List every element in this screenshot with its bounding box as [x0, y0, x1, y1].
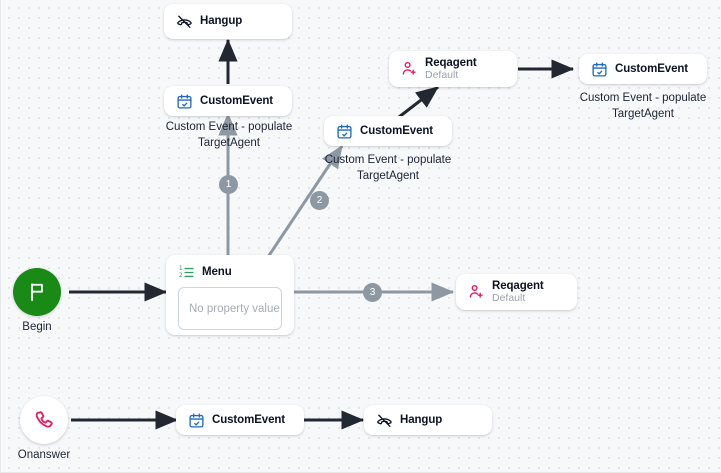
sequence-badge-2[interactable]: 2: [310, 191, 329, 210]
svg-text:2: 2: [179, 272, 183, 279]
node-title-group: Reqagent Default: [425, 57, 477, 82]
node-header: Reqagent Default: [389, 57, 517, 82]
node-begin[interactable]: [13, 268, 61, 316]
edge-label-mid: Custom Event - populate TargetAgent: [324, 154, 452, 182]
node-title-group: Hangup: [200, 15, 242, 27]
agent-add-icon: [469, 285, 483, 299]
node-menu[interactable]: 1 2 Menu No property value: [166, 255, 294, 335]
node-title: Hangup: [400, 413, 443, 426]
node-title: Reqagent: [425, 56, 477, 69]
node-reqagent-mid[interactable]: Reqagent Default: [456, 274, 577, 310]
node-onanswer[interactable]: [20, 396, 68, 444]
node-title-group: CustomEvent: [615, 63, 688, 75]
node-title-group: CustomEvent: [200, 95, 273, 107]
node-header: CustomEvent: [324, 123, 452, 140]
node-customevent-left[interactable]: CustomEvent: [164, 86, 292, 116]
node-title: CustomEvent: [360, 124, 434, 137]
node-header: Hangup: [164, 13, 292, 30]
node-title-group: Hangup: [400, 414, 442, 426]
sequence-badge-3[interactable]: 3: [363, 283, 382, 302]
node-header: Hangup: [364, 412, 492, 429]
node-header: CustomEvent: [164, 93, 292, 110]
node-title-group: CustomEvent: [212, 414, 285, 426]
phone-hangup-icon: [177, 15, 192, 28]
node-subtitle: Default: [425, 69, 459, 82]
node-title-group: CustomEvent: [360, 125, 433, 137]
flag-icon: [31, 283, 43, 302]
agent-add-icon: [402, 62, 416, 76]
menu-property-placeholder: No property value: [189, 302, 280, 315]
node-customevent-bottom[interactable]: CustomEvent: [176, 405, 304, 435]
svg-text:1: 1: [179, 265, 183, 272]
sequence-badge-1[interactable]: 1: [219, 175, 238, 194]
node-subtitle: Default: [492, 292, 526, 305]
node-header: 1 2 Menu: [166, 264, 294, 281]
node-hangup-top[interactable]: Hangup: [164, 4, 292, 39]
node-title: Hangup: [200, 15, 243, 28]
calendar-check-icon: [592, 61, 607, 77]
node-title: Reqagent: [492, 279, 544, 292]
node-hangup-bottom[interactable]: Hangup: [364, 405, 492, 435]
phone-icon: [35, 411, 53, 428]
calendar-check-icon: [177, 93, 192, 109]
node-reqagent-top[interactable]: Reqagent Default: [389, 51, 517, 87]
node-title: CustomEvent: [200, 94, 274, 107]
node-title-group: Menu: [202, 266, 232, 278]
node-begin-caption: Begin: [22, 321, 52, 333]
node-title-group: Reqagent Default: [492, 280, 544, 305]
node-header: CustomEvent: [176, 412, 304, 429]
node-header: Reqagent Default: [456, 280, 577, 305]
phone-hangup-icon: [377, 414, 392, 427]
node-title: CustomEvent: [212, 413, 286, 426]
edge-label-right: Custom Event - populate TargetAgent: [579, 92, 707, 120]
menu-property-input[interactable]: No property value: [178, 287, 282, 330]
node-onanswer-caption: Onanswer: [17, 449, 71, 461]
calendar-check-icon: [189, 412, 204, 428]
edge-menu-to-customevent-2: [266, 145, 344, 258]
node-header: CustomEvent: [579, 61, 707, 78]
node-title: Menu: [202, 266, 232, 279]
node-customevent-mid[interactable]: CustomEvent: [324, 116, 452, 146]
edge-customevent-to-reqagent: [398, 85, 439, 119]
calendar-check-icon: [337, 123, 352, 139]
numbered-list-icon: 1 2: [179, 265, 194, 279]
edge-label-left: Custom Event - populate TargetAgent: [165, 121, 293, 149]
node-title: CustomEvent: [615, 62, 689, 75]
node-customevent-right[interactable]: CustomEvent: [579, 54, 707, 84]
